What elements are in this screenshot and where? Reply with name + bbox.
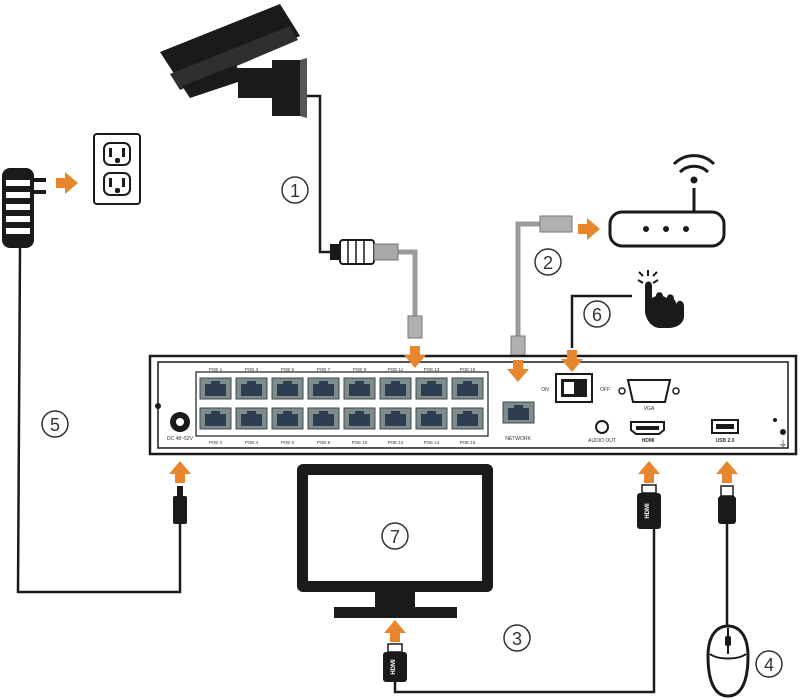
- power-switch-line: [570, 294, 632, 348]
- poe-port[interactable]: [451, 377, 484, 400]
- arrow-usb-to-nvr: [716, 461, 738, 483]
- hdmi-port[interactable]: [630, 421, 665, 435]
- callout-3: 3: [503, 624, 531, 652]
- monitor-icon: [297, 464, 493, 618]
- callout-7: 7: [381, 522, 409, 550]
- poe-port-label: POE 11: [388, 367, 404, 372]
- hdmi-cable: [393, 528, 656, 694]
- poe-port-label: POE 16: [460, 440, 476, 445]
- poe-port[interactable]: [379, 407, 412, 430]
- ethernet-plug-camera: [330, 239, 399, 265]
- poe-port-label: POE 9: [353, 367, 367, 372]
- usb-plug: [718, 485, 736, 524]
- mouse-icon: [706, 624, 750, 698]
- router-icon: [608, 154, 726, 248]
- poe-port-label: POE 7: [317, 367, 331, 372]
- poe-port[interactable]: [415, 407, 448, 430]
- hdmi-plug-label: HDMI: [391, 659, 397, 675]
- callout-number: 1: [290, 181, 300, 201]
- screw-icon: [155, 403, 161, 409]
- poe-port-label: POE 3: [245, 367, 259, 372]
- screw-icon: [773, 418, 777, 422]
- arrow-power-to-dc: [169, 461, 191, 483]
- vga-label: VGA: [644, 406, 655, 412]
- poe-port-label: POE 10: [352, 440, 368, 445]
- callout-number: 7: [390, 527, 400, 547]
- off-label: OFF: [600, 387, 610, 393]
- poe-port[interactable]: [415, 377, 448, 400]
- callout-number: 6: [592, 305, 602, 325]
- ethernet-plug-nvr: [407, 315, 423, 339]
- poe-port-row-bottom: POE 2 POE 4 POE 6 POE 8 POE 10 POE 12 POE 14 PO…: [199, 407, 484, 445]
- poe-port[interactable]: [235, 407, 268, 430]
- poe-port[interactable]: [451, 407, 484, 430]
- callout-number: 2: [543, 253, 553, 273]
- dc-power-plug: [173, 486, 187, 524]
- network-port[interactable]: [502, 401, 535, 424]
- arrow-to-router: [578, 218, 600, 240]
- callout-5: 5: [41, 410, 69, 438]
- ground-icon: ⏚: [778, 439, 787, 449]
- wall-outlet-icon: [93, 133, 141, 205]
- poe-port[interactable]: [379, 377, 412, 400]
- callout-2: 2: [534, 248, 562, 276]
- poe-port[interactable]: [343, 377, 376, 400]
- on-label: ON: [541, 387, 549, 393]
- poe-port-label: POE 4: [245, 440, 259, 445]
- poe-port[interactable]: [199, 407, 232, 430]
- ethernet-cable-camera: [398, 249, 418, 316]
- poe-port[interactable]: [307, 407, 340, 430]
- arrow-adapter-to-outlet: [56, 172, 78, 194]
- ethernet-cable-router: [515, 221, 549, 338]
- audio-out-label: AUDIO OUT: [588, 438, 616, 444]
- callout-number: 5: [50, 415, 60, 435]
- poe-port[interactable]: [343, 407, 376, 430]
- poe-port[interactable]: [235, 377, 268, 400]
- poe-port-label: POE 12: [388, 440, 404, 445]
- screw-icon: [780, 429, 786, 435]
- poe-port-label: POE 8: [317, 440, 331, 445]
- poe-port[interactable]: [199, 377, 232, 400]
- usb-label: USB 2.0: [716, 438, 735, 444]
- arrow-hdmi-to-monitor: [384, 620, 406, 642]
- poe-port-label: POE 14: [424, 440, 440, 445]
- hdmi-port-label: HDMI: [642, 438, 655, 444]
- usb-port[interactable]: [711, 419, 739, 434]
- poe-port[interactable]: [271, 377, 304, 400]
- camera-icon: [160, 4, 307, 118]
- callout-1: 1: [281, 176, 309, 204]
- poe-port[interactable]: [307, 377, 340, 400]
- callout-number: 3: [512, 629, 522, 649]
- poe-port[interactable]: [271, 407, 304, 430]
- hdmi-plug-label: HDMI: [645, 503, 651, 519]
- network-label: NETWORK: [505, 436, 531, 442]
- power-adapter-icon: [2, 168, 46, 248]
- camera-cable: [300, 94, 336, 254]
- callout-number: 4: [764, 655, 774, 675]
- hdmi-plug-nvr: HDMI: [637, 484, 661, 529]
- power-switch[interactable]: [555, 373, 593, 403]
- hdmi-plug-monitor: HDMI: [383, 643, 407, 682]
- poe-port-label: POE 5: [281, 367, 295, 372]
- audio-out-jack[interactable]: [595, 420, 609, 434]
- hand-press-icon: [637, 270, 684, 328]
- poe-port-label: POE 2: [209, 440, 223, 445]
- arrow-hdmi-to-nvr: [638, 461, 660, 483]
- power-cable: [16, 247, 182, 594]
- callout-6: 6: [583, 300, 611, 328]
- poe-port-label: POE 1: [209, 367, 223, 372]
- poe-port-label: POE 6: [281, 440, 295, 445]
- callout-4: 4: [755, 650, 783, 678]
- poe-port-label: POE 13: [424, 367, 440, 372]
- ethernet-plug-router: [539, 215, 573, 233]
- poe-port-label: POE 15: [460, 367, 476, 372]
- poe-port-row-top: POE 1 POE 3 POE 5 POE 7 POE 9 POE 11 POE 13 POE…: [199, 367, 484, 400]
- vga-port[interactable]: [618, 379, 680, 403]
- dc-label: DC 48~52V: [167, 436, 194, 442]
